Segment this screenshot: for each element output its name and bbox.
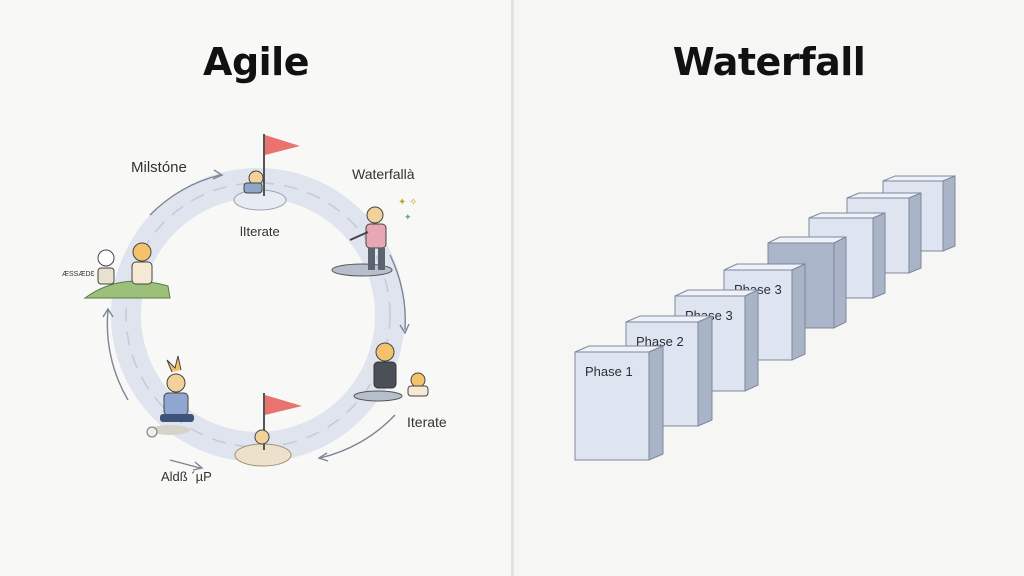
arrow-head — [317, 452, 329, 462]
label-iterate-right: Iterate — [407, 414, 447, 430]
phase-block-side — [697, 315, 713, 427]
flag-icon — [265, 135, 300, 155]
arrow-bottom-right — [319, 414, 396, 459]
phase-block-top — [574, 345, 664, 353]
phase-block-top — [767, 236, 847, 244]
agile-cycle-diagram: ✦ ✧ ✦ — [62, 134, 447, 484]
agile-title: Agile — [203, 40, 309, 84]
cycle-dashes — [125, 182, 391, 448]
panel-divider — [511, 0, 514, 576]
phase-label: Phase 1 — [585, 364, 633, 379]
arrow-head — [399, 323, 410, 335]
waterfall-title: Waterfall — [672, 40, 866, 84]
flag-icon — [265, 395, 302, 415]
phase-block-front — [574, 351, 650, 461]
arrow-head — [212, 169, 224, 180]
phase-block-side — [908, 192, 922, 274]
phase-block: Phase 1 — [574, 345, 664, 461]
arrow-left — [106, 309, 129, 401]
phase-block-side — [648, 345, 664, 461]
label-iterate-top: lIterate — [240, 224, 280, 239]
svg-text:✦: ✦ — [404, 212, 412, 222]
label-bottom-left: Aldß ´µP — [161, 469, 212, 484]
arrow-head — [102, 307, 114, 318]
bottom-milestone — [234, 393, 302, 467]
worker-figure-bottom-right — [353, 342, 429, 402]
phase-block-side — [791, 263, 806, 361]
arrow-right — [389, 254, 406, 331]
phase-block-side — [872, 212, 886, 299]
arrow-top-left — [149, 174, 221, 216]
phase-block-side — [833, 236, 847, 329]
phase-label: Phase 2 — [636, 334, 684, 349]
label-milestone: Milstóne — [131, 159, 187, 176]
worker-figure-right: ✦ ✧ ✦ — [331, 197, 418, 277]
agile-panel: Agile ✦ ✧ ✦ — [62, 40, 447, 484]
arrow-bottom-left — [169, 459, 201, 469]
svg-text:✦ ✧: ✦ ✧ — [398, 197, 418, 208]
phase-block-side — [942, 175, 956, 252]
label-small-left: ÆSSÆDƐ — [62, 271, 95, 278]
top-milestone — [233, 134, 300, 211]
worker-figure-bottom-left — [146, 355, 194, 438]
phase-block-top — [674, 289, 759, 297]
worker-group-left — [83, 242, 171, 299]
phase-block-side — [744, 289, 759, 392]
arrow-head — [192, 461, 204, 471]
label-waterfall: Waterfallà — [352, 166, 415, 182]
